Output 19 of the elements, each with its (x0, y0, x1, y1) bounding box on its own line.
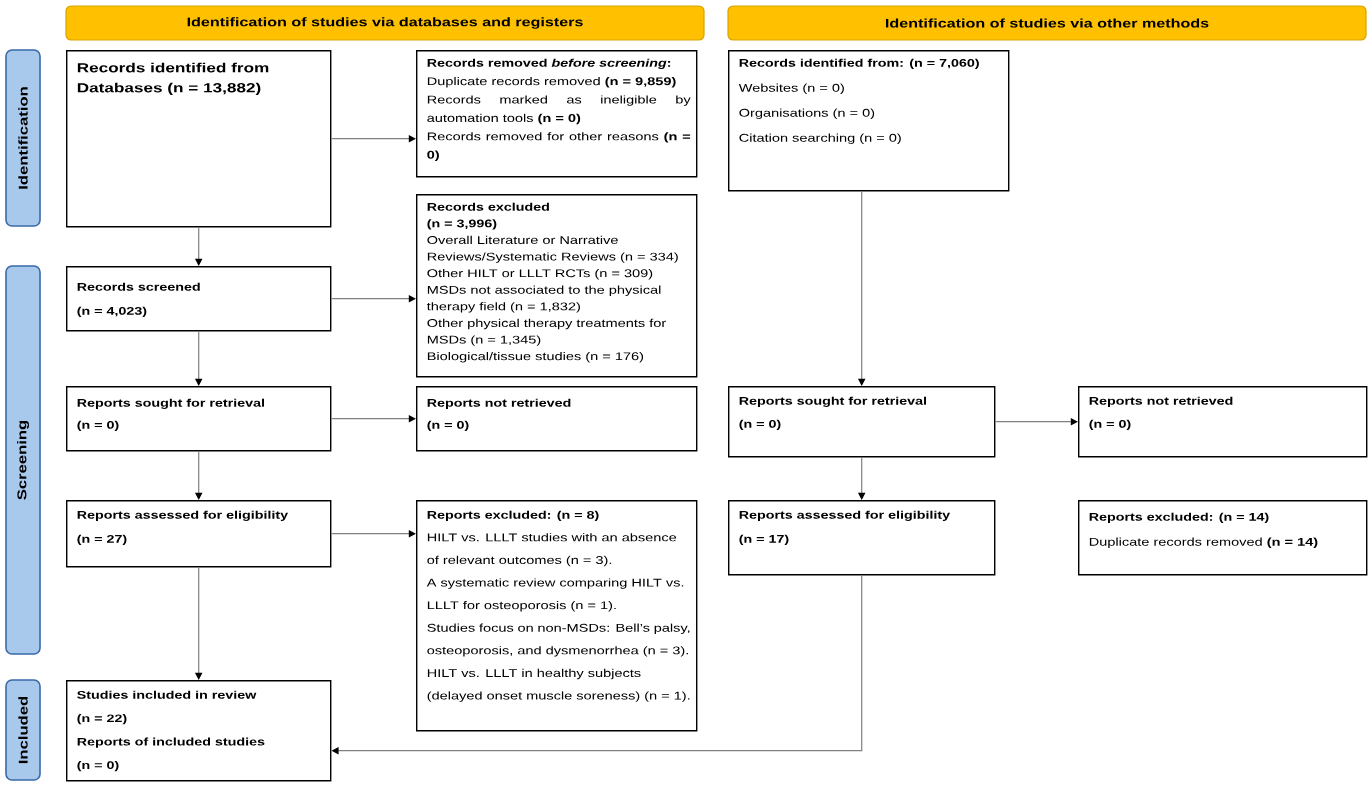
process-box (66, 50, 332, 228)
process-box (416, 386, 698, 452)
process-box (416, 500, 698, 732)
arrow (330, 294, 416, 303)
arrow (330, 529, 416, 538)
process-box (66, 386, 332, 452)
arrow (994, 417, 1078, 426)
process-box (66, 266, 332, 332)
process-box (66, 500, 332, 568)
process-box (416, 194, 698, 378)
process-box (66, 680, 332, 782)
arrow (330, 134, 416, 143)
process-box (1078, 386, 1368, 458)
process-box (728, 500, 996, 576)
arrow (330, 414, 416, 423)
process-box (416, 50, 698, 178)
process-box (728, 50, 1010, 192)
process-box (1078, 500, 1368, 576)
process-box (728, 386, 996, 458)
